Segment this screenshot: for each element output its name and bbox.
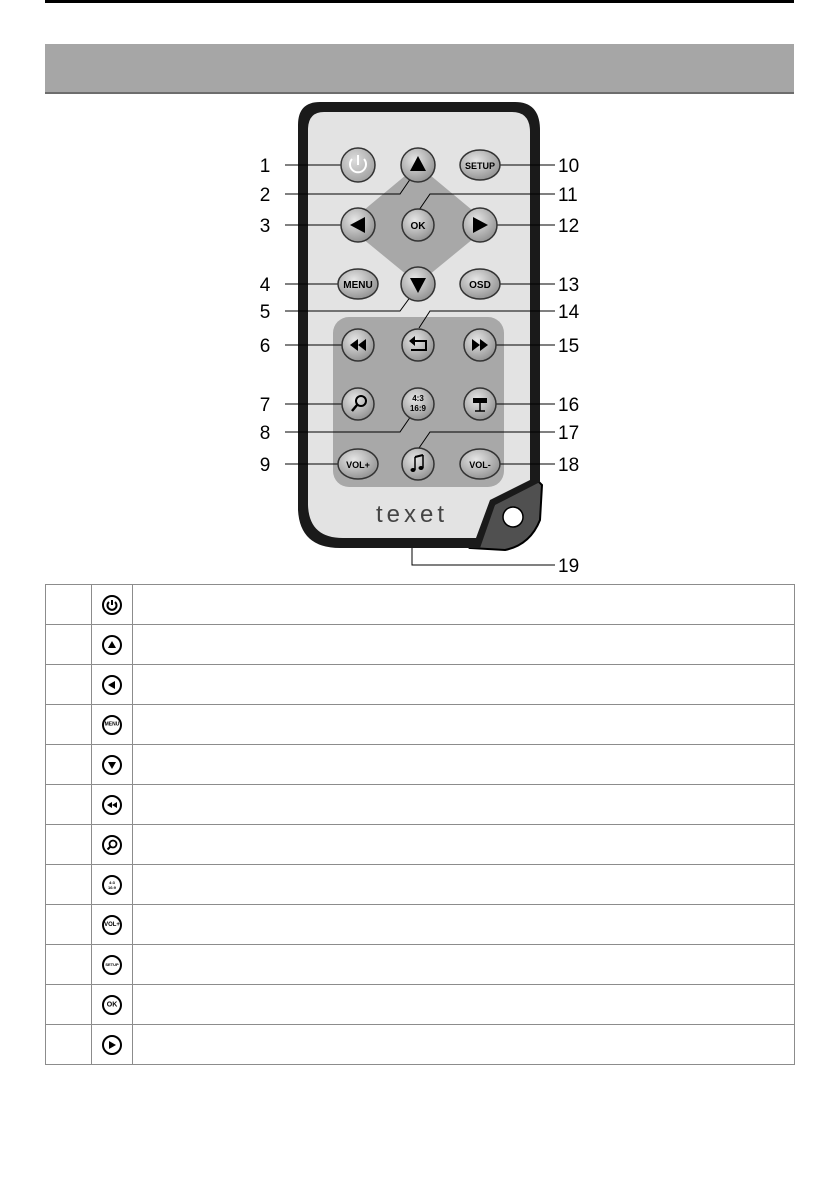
callout-lines [285, 164, 555, 566]
callout-numbers: 1 2 3 4 5 6 7 8 9 10 11 12 13 14 15 16 1… [260, 156, 580, 577]
table-row [45, 1024, 795, 1065]
return-icon [411, 340, 427, 351]
rewind-button[interactable] [341, 328, 375, 362]
callout-10: 10 [558, 156, 579, 177]
ratio-top-label: 4:3 [412, 394, 424, 403]
callout-6: 6 [260, 336, 271, 357]
power-icon [349, 158, 367, 174]
music-note-icon [410, 454, 424, 472]
music-button[interactable] [401, 447, 435, 481]
callout-8: 8 [260, 423, 271, 444]
table-row: VOL+ [45, 904, 795, 945]
power-icon [102, 594, 122, 615]
setup-button[interactable]: SETUP [459, 149, 501, 181]
callout-15: 15 [558, 336, 579, 357]
vol-minus-label: VOL- [469, 460, 491, 470]
slideshow-icon [473, 398, 487, 412]
arrow-right-button[interactable] [462, 207, 498, 243]
rewind-icon [102, 794, 122, 815]
arrow-left-button[interactable] [340, 207, 376, 243]
arrow-right-icon [473, 217, 488, 233]
callout-3: 3 [260, 216, 271, 237]
arrow-left-icon [102, 674, 122, 695]
table-row [45, 824, 795, 865]
table-row [45, 784, 795, 825]
zoom-icon [351, 395, 367, 412]
vol-plus-button[interactable]: VOL+ [337, 448, 379, 480]
callout-13: 13 [558, 275, 579, 296]
arrow-left-icon [350, 217, 365, 233]
arrow-right-icon [102, 1034, 122, 1055]
ok-button[interactable]: OK [401, 208, 435, 242]
callout-14: 14 [558, 302, 580, 323]
vol-plus-label: VOL+ [346, 460, 370, 470]
table-row: OK [45, 984, 795, 1025]
fast-forward-button[interactable] [463, 328, 497, 362]
arrow-down-icon [102, 754, 122, 775]
setup-label: SETUP [465, 161, 495, 171]
ratio-bottom-label: 16:9 [410, 404, 427, 413]
table-row: SETUP [45, 944, 795, 985]
vol-plus-icon: VOL+ [102, 914, 122, 935]
osd-button[interactable]: OSD [459, 268, 501, 300]
callout-1: 1 [260, 156, 271, 177]
ok-icon: OK [102, 994, 122, 1015]
table-row: MENU [45, 704, 795, 745]
remote-control-figure: 1 2 3 4 5 6 7 8 9 10 11 12 13 14 15 16 1… [260, 102, 580, 577]
zoom-icon [102, 834, 122, 855]
button-legend-table: MENU [45, 584, 795, 1065]
rewind-icon [350, 339, 366, 351]
callout-7: 7 [260, 395, 271, 416]
brand-logo: texet [376, 501, 448, 528]
arrow-down-button[interactable] [400, 266, 436, 302]
menu-button[interactable]: MENU [337, 268, 379, 300]
callout-16: 16 [558, 395, 579, 416]
callout-12: 12 [558, 216, 579, 237]
table-row [45, 624, 795, 665]
table-row [45, 664, 795, 705]
fast-forward-icon [472, 339, 488, 351]
arrow-down-icon [410, 278, 426, 293]
setup-icon: SETUP [102, 954, 122, 975]
arrow-up-button[interactable] [400, 147, 436, 183]
callout-19: 19 [558, 556, 579, 577]
return-button[interactable] [401, 328, 435, 362]
slideshow-button[interactable] [463, 387, 497, 421]
osd-label: OSD [469, 280, 491, 291]
power-button[interactable] [340, 147, 376, 183]
callout-4: 4 [260, 275, 271, 296]
menu-icon: MENU [102, 714, 122, 735]
zoom-button[interactable] [341, 387, 375, 421]
ok-label: OK [411, 221, 427, 232]
callout-2: 2 [260, 185, 271, 206]
table-row [45, 584, 795, 625]
callout-5: 5 [260, 302, 271, 323]
arrow-up-icon [102, 634, 122, 655]
callout-17: 17 [558, 423, 579, 444]
header-bar [45, 44, 794, 94]
callout-9: 9 [260, 455, 271, 476]
vol-minus-button[interactable]: VOL- [459, 448, 501, 480]
top-rule [45, 0, 794, 3]
aspect-ratio-button[interactable]: 4:3 16:9 [401, 387, 435, 421]
arrow-up-icon [410, 156, 426, 171]
table-row [45, 744, 795, 785]
callout-11: 11 [558, 185, 578, 206]
menu-label: MENU [343, 280, 372, 291]
callout-18: 18 [558, 455, 579, 476]
